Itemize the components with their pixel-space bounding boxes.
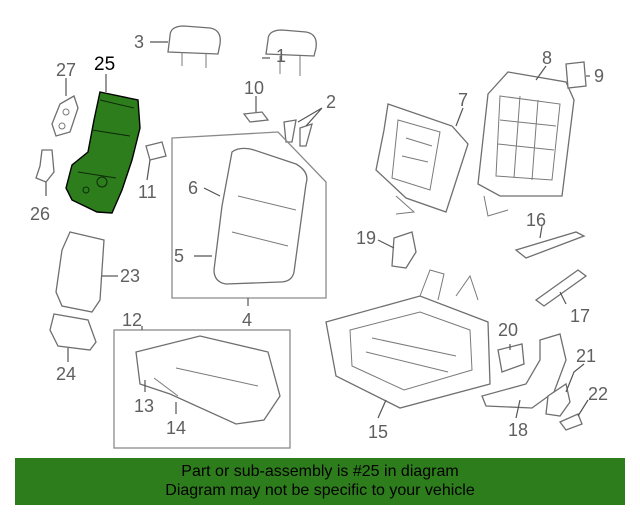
part-20-hinge <box>497 343 525 373</box>
part-24-cover <box>49 313 97 351</box>
callout-2: 2 <box>326 92 336 112</box>
callout-12: 12 <box>122 310 142 330</box>
callout-17: 17 <box>570 306 590 326</box>
part-3-headrest <box>167 25 221 55</box>
part-4-seat-back <box>213 147 308 285</box>
part-2-guide-right <box>299 122 313 147</box>
part-10-clip <box>242 111 270 123</box>
part-2-guide-left <box>283 119 297 143</box>
callout-7: 7 <box>458 90 468 110</box>
part-26-hook <box>35 149 55 183</box>
part-1-headrest <box>265 29 317 57</box>
callout-21: 21 <box>576 346 596 366</box>
callout-3: 3 <box>134 32 144 52</box>
callout-11: 11 <box>138 182 157 202</box>
parts-diagram: 1 2 3 4 5 6 7 8 9 10 11 12 13 14 15 16 1… <box>30 25 608 449</box>
part-18-side-cover <box>481 333 567 409</box>
part-14-seat-cushion <box>135 335 281 425</box>
part-7-seat-back-frame <box>375 103 469 213</box>
part-19-bracket <box>391 231 417 269</box>
part-25-seat-back-panel[interactable] <box>65 91 141 214</box>
part-15-cushion-frame <box>325 295 491 409</box>
banner-line-1: Part or sub-assembly is #25 in diagram <box>181 463 459 480</box>
part-22-clip <box>558 413 583 431</box>
callout-6: 6 <box>188 178 198 198</box>
part-8-seat-back-frame <box>477 71 575 197</box>
callout-8: 8 <box>542 48 552 68</box>
part-27-bracket <box>51 95 79 137</box>
callout-5: 5 <box>174 246 184 266</box>
callout-13: 13 <box>134 396 154 416</box>
callout-4: 4 <box>242 310 252 330</box>
leader-lines <box>45 41 590 419</box>
notice-banner: Part or sub-assembly is #25 in diagram D… <box>15 458 625 505</box>
callout-1: 1 <box>276 46 286 66</box>
callout-22: 22 <box>588 384 608 404</box>
banner-line-2: Diagram may not be specific to your vehi… <box>165 482 475 499</box>
callout-16: 16 <box>526 210 546 230</box>
callout-19: 19 <box>356 228 376 248</box>
part-9-switch <box>565 61 587 89</box>
callout-24: 24 <box>56 364 76 384</box>
group-box-4 <box>171 131 327 299</box>
callout-10: 10 <box>244 78 264 98</box>
callout-14: 14 <box>166 418 186 438</box>
callout-26: 26 <box>30 204 50 224</box>
callout-27: 27 <box>56 60 76 80</box>
part-23-trim-panel <box>55 231 105 313</box>
part-16-strip <box>514 231 586 259</box>
callout-9: 9 <box>594 66 604 86</box>
part-21-bracket <box>545 382 571 417</box>
callout-15: 15 <box>368 422 388 442</box>
callout-18: 18 <box>508 420 528 440</box>
callout-25: 25 <box>94 54 115 75</box>
callout-23: 23 <box>120 266 140 286</box>
group-box-12 <box>113 329 291 449</box>
part-17-strip <box>534 269 588 307</box>
callout-20: 20 <box>498 320 518 340</box>
part-11-latch <box>145 141 167 161</box>
